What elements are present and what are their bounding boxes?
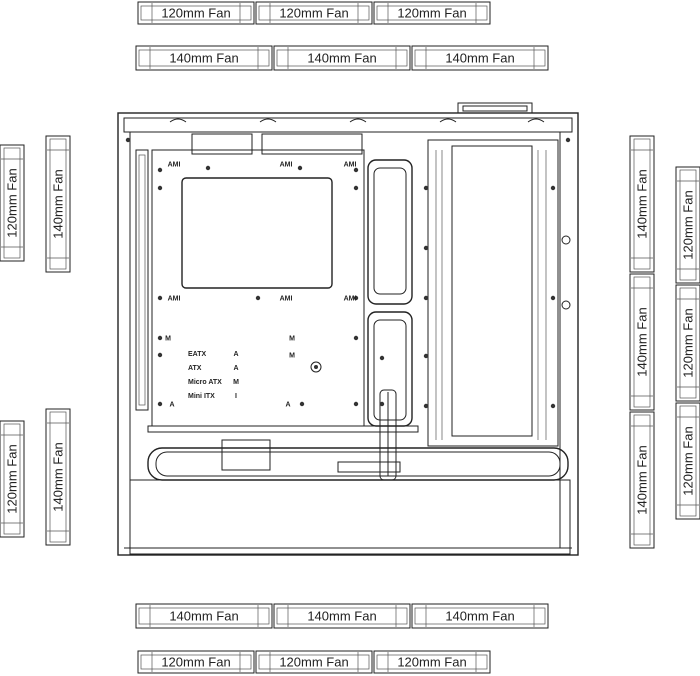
standoff-hole	[157, 167, 163, 173]
standoff-mark: AMI	[168, 162, 181, 169]
fan-slot: 120mm Fan	[373, 650, 491, 674]
standoff-hole	[157, 335, 163, 341]
form-factor-mark: I	[235, 393, 237, 400]
fan-label: 140mm Fan	[51, 169, 66, 238]
standoff-hole	[550, 403, 556, 409]
fan-slot: 120mm Fan	[137, 650, 255, 674]
standoff-hole	[255, 295, 261, 301]
fan-slot: 120mm Fan	[0, 144, 25, 262]
fan-slot: 120mm Fan	[675, 166, 700, 284]
standoff-mark: AMI	[280, 162, 293, 169]
standoff-hole	[157, 352, 163, 358]
fan-label: 120mm Fan	[161, 655, 230, 670]
fan-label: 140mm Fan	[445, 609, 514, 624]
fan-label: 140mm Fan	[169, 609, 238, 624]
form-factor-mark: A	[233, 365, 238, 372]
fan-label: 120mm Fan	[279, 655, 348, 670]
standoff-mark: A	[285, 402, 290, 409]
fan-label: 140mm Fan	[445, 51, 514, 66]
standoff-hole	[379, 355, 385, 361]
center-screw-core	[314, 365, 318, 369]
standoff-hole	[297, 165, 303, 171]
fan-slot: 140mm Fan	[135, 603, 273, 629]
fan-slot: 140mm Fan	[135, 45, 273, 71]
fan-slot: 140mm Fan	[629, 411, 655, 549]
fan-slot: 120mm Fan	[675, 402, 700, 520]
standoff-hole	[299, 401, 305, 407]
standoff-mark: M	[165, 336, 171, 343]
fan-label: 140mm Fan	[635, 307, 650, 376]
form-factor-mark: A	[233, 351, 238, 358]
fan-label: 120mm Fan	[681, 426, 696, 495]
standoff-hole	[157, 185, 163, 191]
pc-case-side-view	[117, 102, 579, 556]
fan-label: 140mm Fan	[307, 609, 376, 624]
fan-label: 120mm Fan	[397, 655, 466, 670]
fan-label: 120mm Fan	[161, 6, 230, 21]
form-factor-mark: M	[233, 379, 239, 386]
standoff-hole	[157, 401, 163, 407]
center-screw	[310, 361, 322, 373]
fan-label: 140mm Fan	[635, 169, 650, 238]
fan-slot: 140mm Fan	[273, 45, 411, 71]
fan-slot: 140mm Fan	[629, 273, 655, 411]
standoff-holes	[125, 137, 571, 409]
fan-slot: 120mm Fan	[255, 650, 373, 674]
fan-slot: 120mm Fan	[137, 1, 255, 25]
standoff-mark: M	[289, 336, 295, 343]
fan-slot: 120mm Fan	[675, 284, 700, 402]
standoff-hole	[353, 185, 359, 191]
fan-label: 140mm Fan	[169, 51, 238, 66]
fan-label: 120mm Fan	[681, 308, 696, 377]
standoff-hole	[423, 353, 429, 359]
fan-slot: 140mm Fan	[411, 603, 549, 629]
standoff-mark: AMI	[344, 296, 357, 303]
form-factor-name: EATX	[188, 351, 206, 358]
fan-label: 120mm Fan	[279, 6, 348, 21]
fan-slot: 140mm Fan	[411, 45, 549, 71]
fan-label: 140mm Fan	[307, 51, 376, 66]
fan-label: 120mm Fan	[5, 444, 20, 513]
form-factor-name: Mini ITX	[188, 393, 215, 400]
fan-slot: 140mm Fan	[273, 603, 411, 629]
fan-slot: 120mm Fan	[373, 1, 491, 25]
standoff-mark: AMI	[344, 162, 357, 169]
fan-slot: 120mm Fan	[255, 1, 373, 25]
fan-slot: 140mm Fan	[629, 135, 655, 273]
standoff-hole	[353, 335, 359, 341]
fan-slot: 140mm Fan	[45, 408, 71, 546]
standoff-hole	[353, 167, 359, 173]
standoff-hole	[550, 185, 556, 191]
standoff-hole	[423, 185, 429, 191]
fan-label: 140mm Fan	[635, 445, 650, 514]
fan-label: 120mm Fan	[5, 168, 20, 237]
form-factor-name: ATX	[188, 365, 202, 372]
standoff-hole	[353, 401, 359, 407]
standoff-hole	[157, 295, 163, 301]
fan-slot: 120mm Fan	[0, 420, 25, 538]
standoff-hole	[423, 245, 429, 251]
standoff-mark: AMI	[280, 296, 293, 303]
standoff-hole	[205, 165, 211, 171]
fan-label: 120mm Fan	[681, 190, 696, 259]
fan-slot: 140mm Fan	[45, 135, 71, 273]
form-factor-name: Micro ATX	[188, 379, 222, 386]
standoff-hole	[423, 295, 429, 301]
standoff-hole	[423, 403, 429, 409]
standoff-mark: M	[289, 353, 295, 360]
fan-label: 140mm Fan	[51, 442, 66, 511]
form-factor-legend: EATX A ATX A Micro ATX M Mini ITX I	[188, 351, 239, 400]
standoff-hole	[125, 137, 131, 143]
standoff-mark: A	[169, 402, 174, 409]
standoff-hole	[353, 295, 359, 301]
standoff-mark: AMI	[168, 296, 181, 303]
standoff-hole	[379, 401, 385, 407]
fan-label: 120mm Fan	[397, 6, 466, 21]
standoff-hole	[550, 295, 556, 301]
standoff-hole	[565, 137, 571, 143]
